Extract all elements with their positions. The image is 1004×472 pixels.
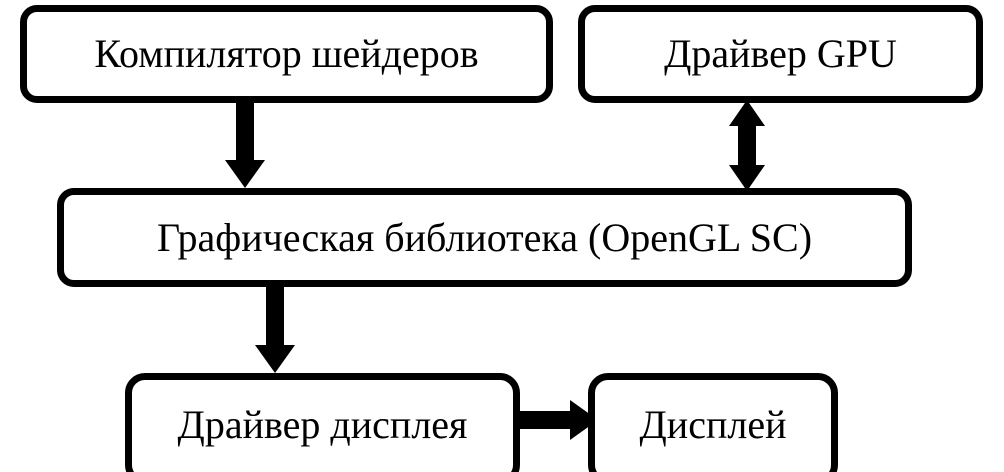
node-display-driver: Драйвер дисплея [125,373,520,472]
node-graphics-library-label: Графическая библиотека (OpenGL SC) [156,214,813,260]
edge-driver-to-display-arrow [512,400,598,440]
edge-library-to-driver-arrow [255,282,295,378]
edge-gpu-library-double-arrow [727,98,767,193]
node-display: Дисплей [588,373,838,472]
node-gpu-driver: Драйвер GPU [578,5,983,103]
node-shader-compiler: Компилятор шейдеров [20,5,553,103]
node-gpu-driver-label: Драйвер GPU [664,31,897,76]
node-display-label: Дисплей [639,402,787,447]
node-display-driver-label: Драйвер дисплея [177,402,468,447]
node-graphics-library: Графическая библиотека (OpenGL SC) [57,188,912,287]
node-shader-compiler-label: Компилятор шейдеров [94,31,479,76]
edge-compiler-to-library-arrow [225,98,265,193]
